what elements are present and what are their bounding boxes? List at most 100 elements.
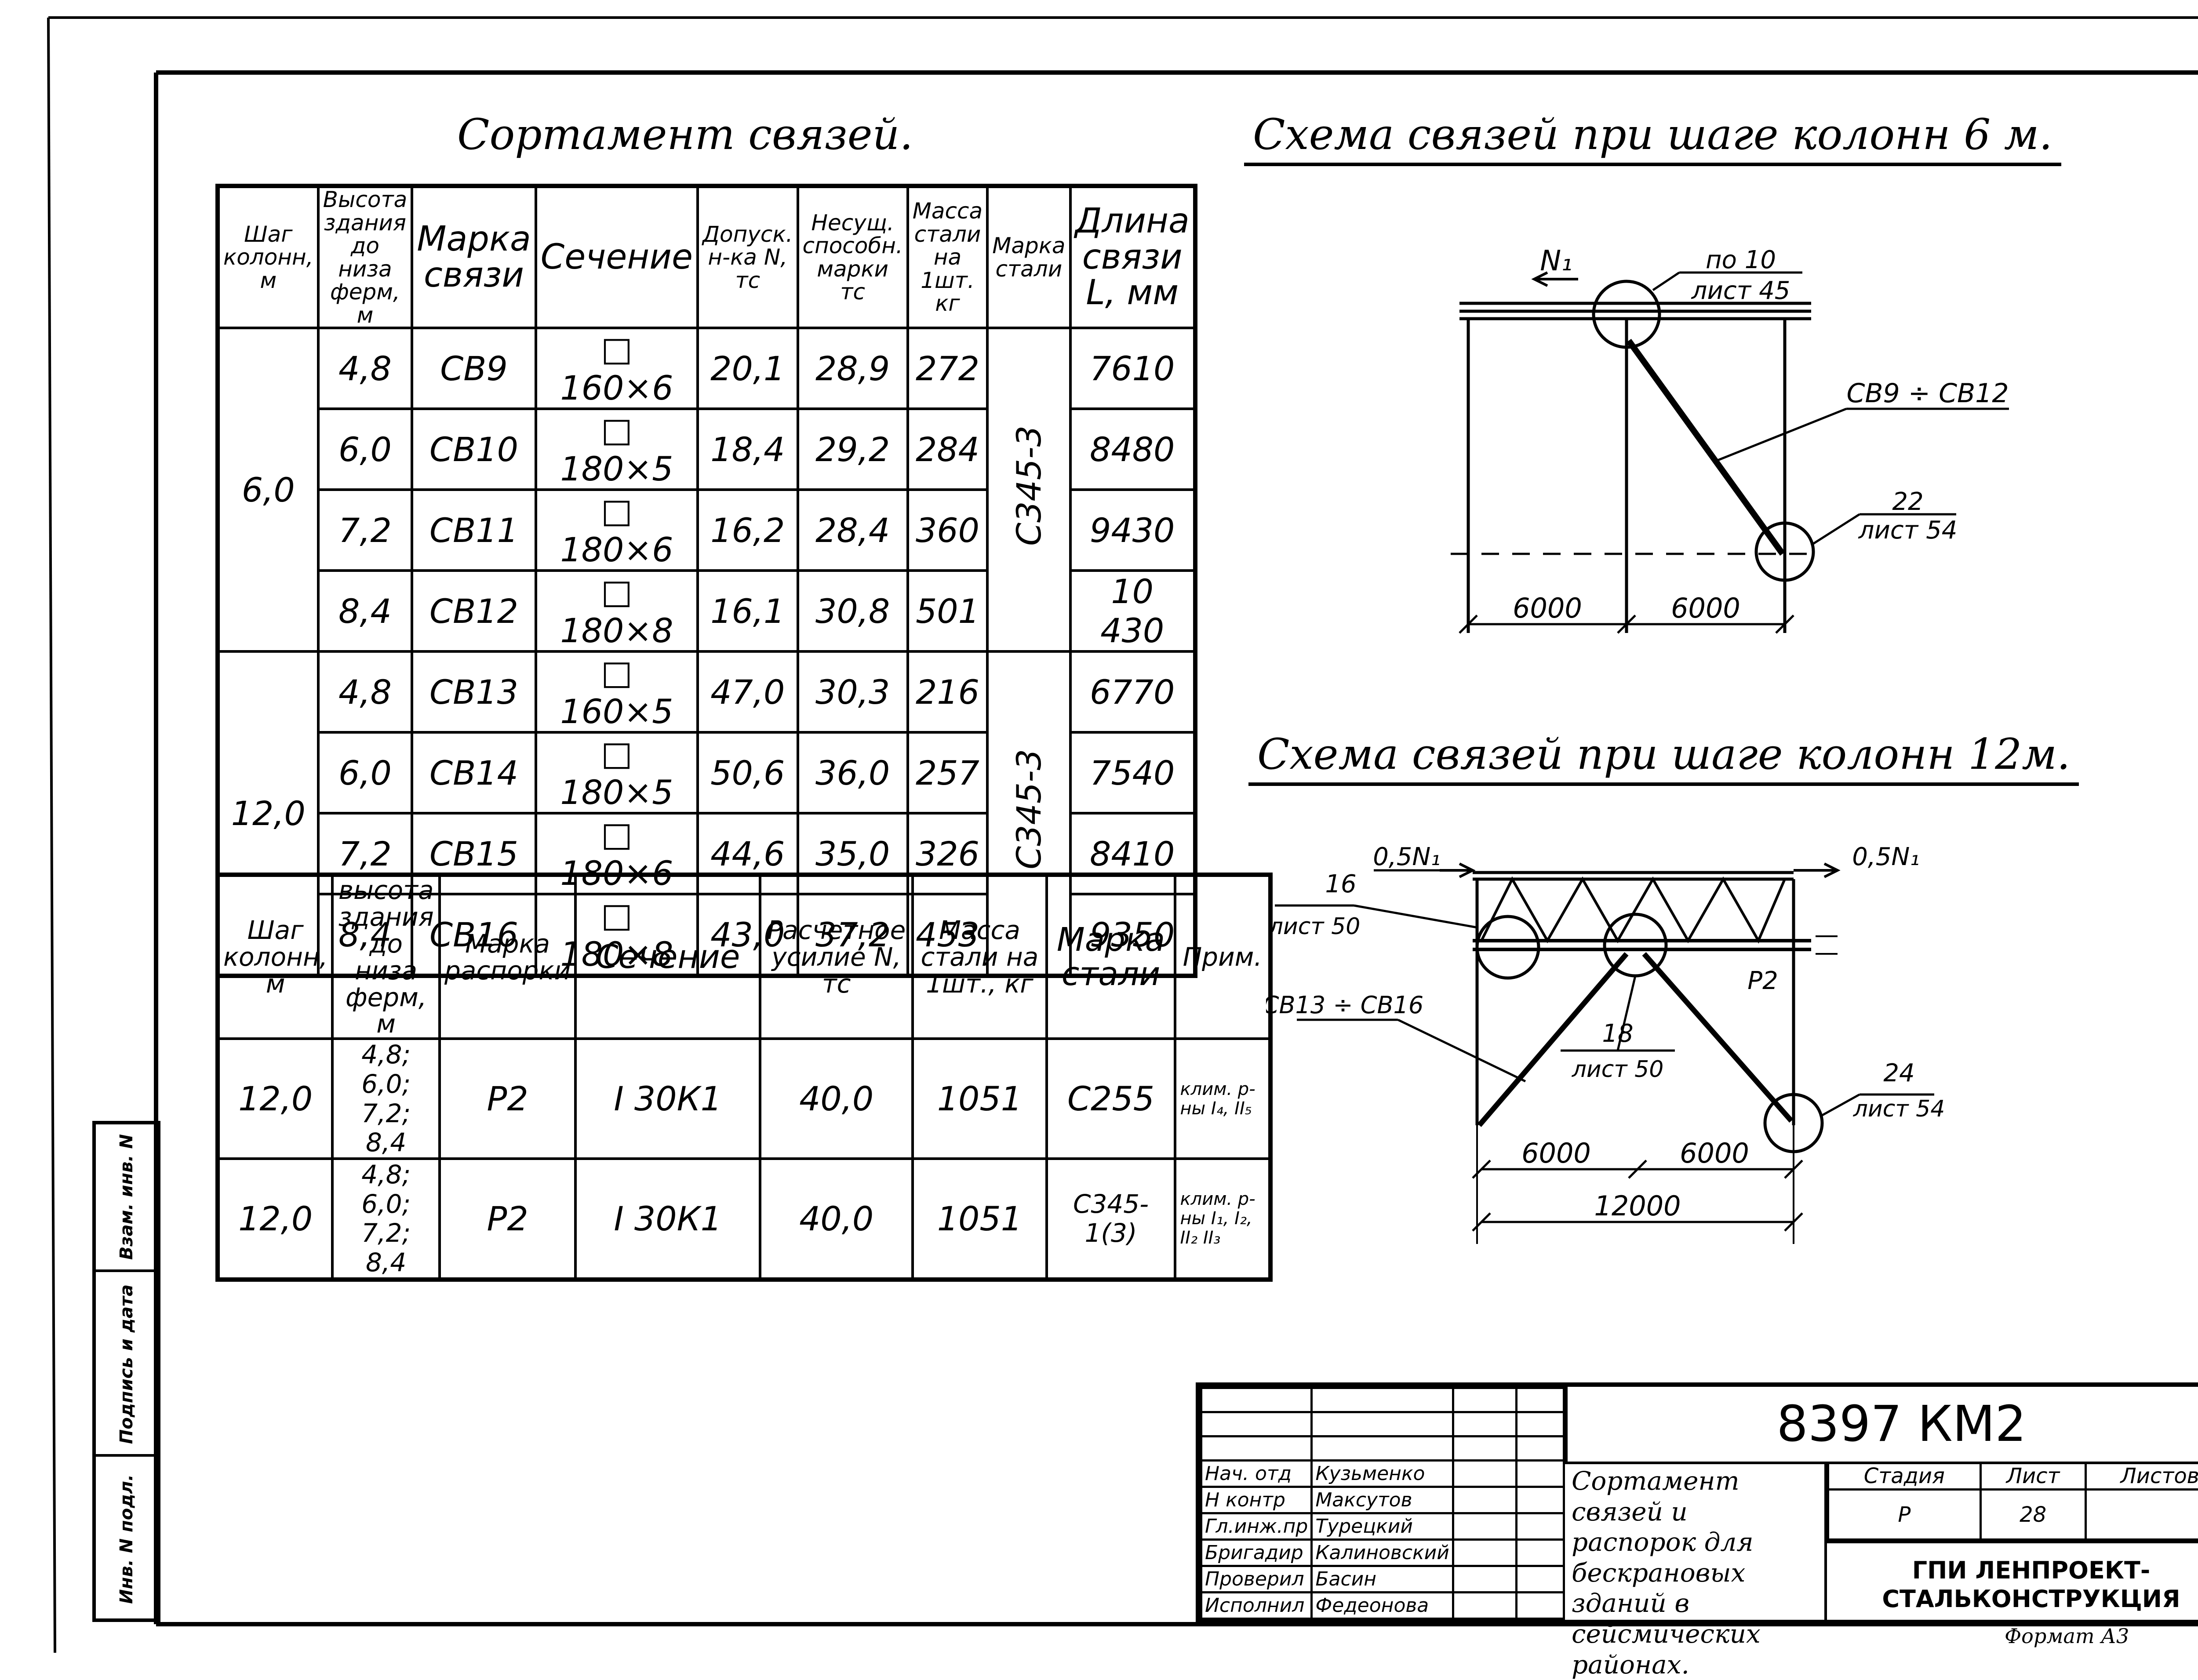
- force-value: 20,1: [696, 327, 799, 410]
- truss-web: [1480, 876, 1786, 944]
- section-value: □ 180×5: [534, 407, 699, 491]
- mark-value: СВ11: [411, 488, 537, 572]
- bracing-scheme-12m: 0,5N₁ 0,5N₁ 16 лист 50 Р2 СВ13 ÷ СВ16 18…: [1266, 843, 1945, 1244]
- capacity-value: 29,2: [796, 407, 909, 491]
- sheet-description: Сортамент связей и распорок для бескрано…: [1572, 1466, 1761, 1680]
- node-bottom-sheet: лист 54: [1853, 1096, 1945, 1122]
- section-value: □ 180×5: [534, 731, 699, 815]
- step-value: 6,0: [216, 327, 320, 653]
- node-top-label: по 10: [1706, 246, 1776, 274]
- force-value: 47,0: [696, 650, 799, 734]
- length-value: 10 430: [1069, 569, 1197, 653]
- braces-assortment-table: Шаг колонн, м Высота здания до низа ферм…: [215, 184, 1197, 978]
- mass-value: 216: [906, 650, 989, 734]
- mass-value: 257: [906, 731, 989, 815]
- mark-value: СВ14: [411, 731, 537, 815]
- stage-value: Р: [1827, 1488, 1982, 1541]
- col-force: Расчетное усилие N, тс: [759, 873, 914, 1040]
- col-steel: Марка стали: [1045, 873, 1177, 1040]
- node-left-label: 16: [1325, 870, 1356, 898]
- dimension-tick: [1459, 615, 1478, 634]
- capacity-value: 28,4: [796, 488, 909, 572]
- document-code: 8397 КМ2: [1565, 1387, 2198, 1464]
- leader-mid: [1616, 975, 1637, 1051]
- force-left-label: 0,5N₁: [1373, 843, 1440, 871]
- force-value: 18,4: [696, 407, 799, 491]
- dimension-tick: [1617, 615, 1636, 634]
- col-height: высота здания до низа ферм, м: [331, 873, 441, 1040]
- leader-brace: [1714, 407, 1847, 463]
- col-mark: Марка связи: [411, 185, 537, 329]
- step-value: 12,0: [216, 1157, 334, 1281]
- leader-bottom: [1819, 1093, 1860, 1118]
- steel-value: С255: [1045, 1037, 1177, 1160]
- approval-strip: Взам. инв. N Подпись и дата Инв. N подл.: [92, 1121, 160, 1622]
- steel-value: С345-1(3): [1045, 1157, 1177, 1281]
- force-value: 16,1: [696, 569, 799, 653]
- mark-value: Р2: [438, 1157, 577, 1281]
- node-bottom-label: 22: [1892, 487, 1923, 516]
- table-row: 12,0 4,8; 6,0; 7,2; 8,4 Р2 I 30К1 40,0 1…: [216, 1037, 1272, 1160]
- mark-value: Р2: [438, 1037, 577, 1160]
- sheets-value: [2084, 1488, 2198, 1541]
- capacity-value: 28,9: [796, 327, 909, 410]
- node-callout-bottom: [1754, 521, 1815, 582]
- sign-date-cell: Подпись и дата: [96, 1269, 157, 1457]
- mass-value: 272: [906, 327, 989, 410]
- node-mid-sheet: лист 50: [1572, 1056, 1664, 1083]
- mass-value: 360: [906, 488, 989, 572]
- brace-label: СВ13 ÷ СВ16: [1266, 991, 1423, 1019]
- capacity-value: 36,0: [796, 731, 909, 815]
- node-left-sheet: лист 50: [1268, 913, 1361, 940]
- table-row: 12,0 4,8; 6,0; 7,2; 8,4 Р2 I 30К1 40,0 1…: [216, 1157, 1272, 1281]
- force-value: 50,6: [696, 731, 799, 815]
- height-value: 8,4: [317, 569, 414, 653]
- force-value: 16,2: [696, 488, 799, 572]
- col-height: Высота здания до низа ферм, м: [317, 185, 414, 329]
- length-value: 9430: [1069, 488, 1197, 572]
- dimension-tick: [1628, 1160, 1647, 1179]
- col-section: Сечение: [574, 873, 762, 1040]
- table-row: 7,2 СВ11 □ 180×6 16,2 28,4 360 9430: [218, 488, 1197, 572]
- force-value: 40,0: [759, 1037, 914, 1160]
- col-mass: Масса стали на 1шт. кг: [906, 185, 989, 329]
- length-value: 7610: [1069, 327, 1197, 410]
- struts-table: Шаг колонн, м высота здания до низа ферм…: [215, 873, 1273, 1282]
- bracing-scheme-6m: N₁ по 10 лист 45 СВ9 ÷ СВ12 22 лист 54 6…: [1451, 245, 2009, 634]
- section-value: □ 180×6: [534, 488, 699, 572]
- brace-diagonal-left: [1477, 952, 1629, 1127]
- mass-value: 1051: [911, 1157, 1048, 1281]
- note-value: клим. р-ны I₄, II₅: [1174, 1037, 1272, 1160]
- sheet-value: 28: [1979, 1488, 2087, 1541]
- inv-no-cell: Инв. N подл.: [96, 1454, 157, 1621]
- format-label: Формат А3: [2005, 1624, 2129, 1648]
- height-value: 7,2: [317, 488, 414, 572]
- height-value: 4,8: [317, 650, 414, 734]
- table1-title: Сортамент связей.: [457, 110, 913, 159]
- capacity-value: 30,8: [796, 569, 909, 653]
- node-callout-mid: [1603, 913, 1668, 978]
- col-note: Прим.: [1174, 873, 1272, 1040]
- dim-left: 6000: [1521, 1137, 1591, 1169]
- mark-value: СВ9: [411, 327, 537, 410]
- mass-value: 1051: [911, 1037, 1048, 1160]
- scheme12-title: Схема связей при шаге колонн 12м.: [1248, 730, 2079, 786]
- brace-diagonal-right: [1642, 952, 1794, 1123]
- section-value: I 30К1: [574, 1157, 762, 1281]
- height-value: 6,0: [317, 407, 414, 491]
- force-label: N₁: [1540, 245, 1572, 277]
- dim-total: 12000: [1594, 1190, 1681, 1222]
- node-callout-top: [1592, 280, 1661, 349]
- table-row: 6,0 СВ14 □ 180×5 50,6 36,0 257 7540: [218, 731, 1197, 815]
- replace-inv-cell: Взам. инв. N: [116, 1134, 137, 1260]
- table-row: 8,4 СВ12 □ 180×8 16,1 30,8 501 10 430: [218, 569, 1197, 653]
- node-mid-label: 18: [1602, 1019, 1633, 1048]
- brace-diagonal: [1626, 338, 1785, 556]
- leader-brace: [1397, 1018, 1526, 1083]
- col-section: Сечение: [534, 185, 699, 329]
